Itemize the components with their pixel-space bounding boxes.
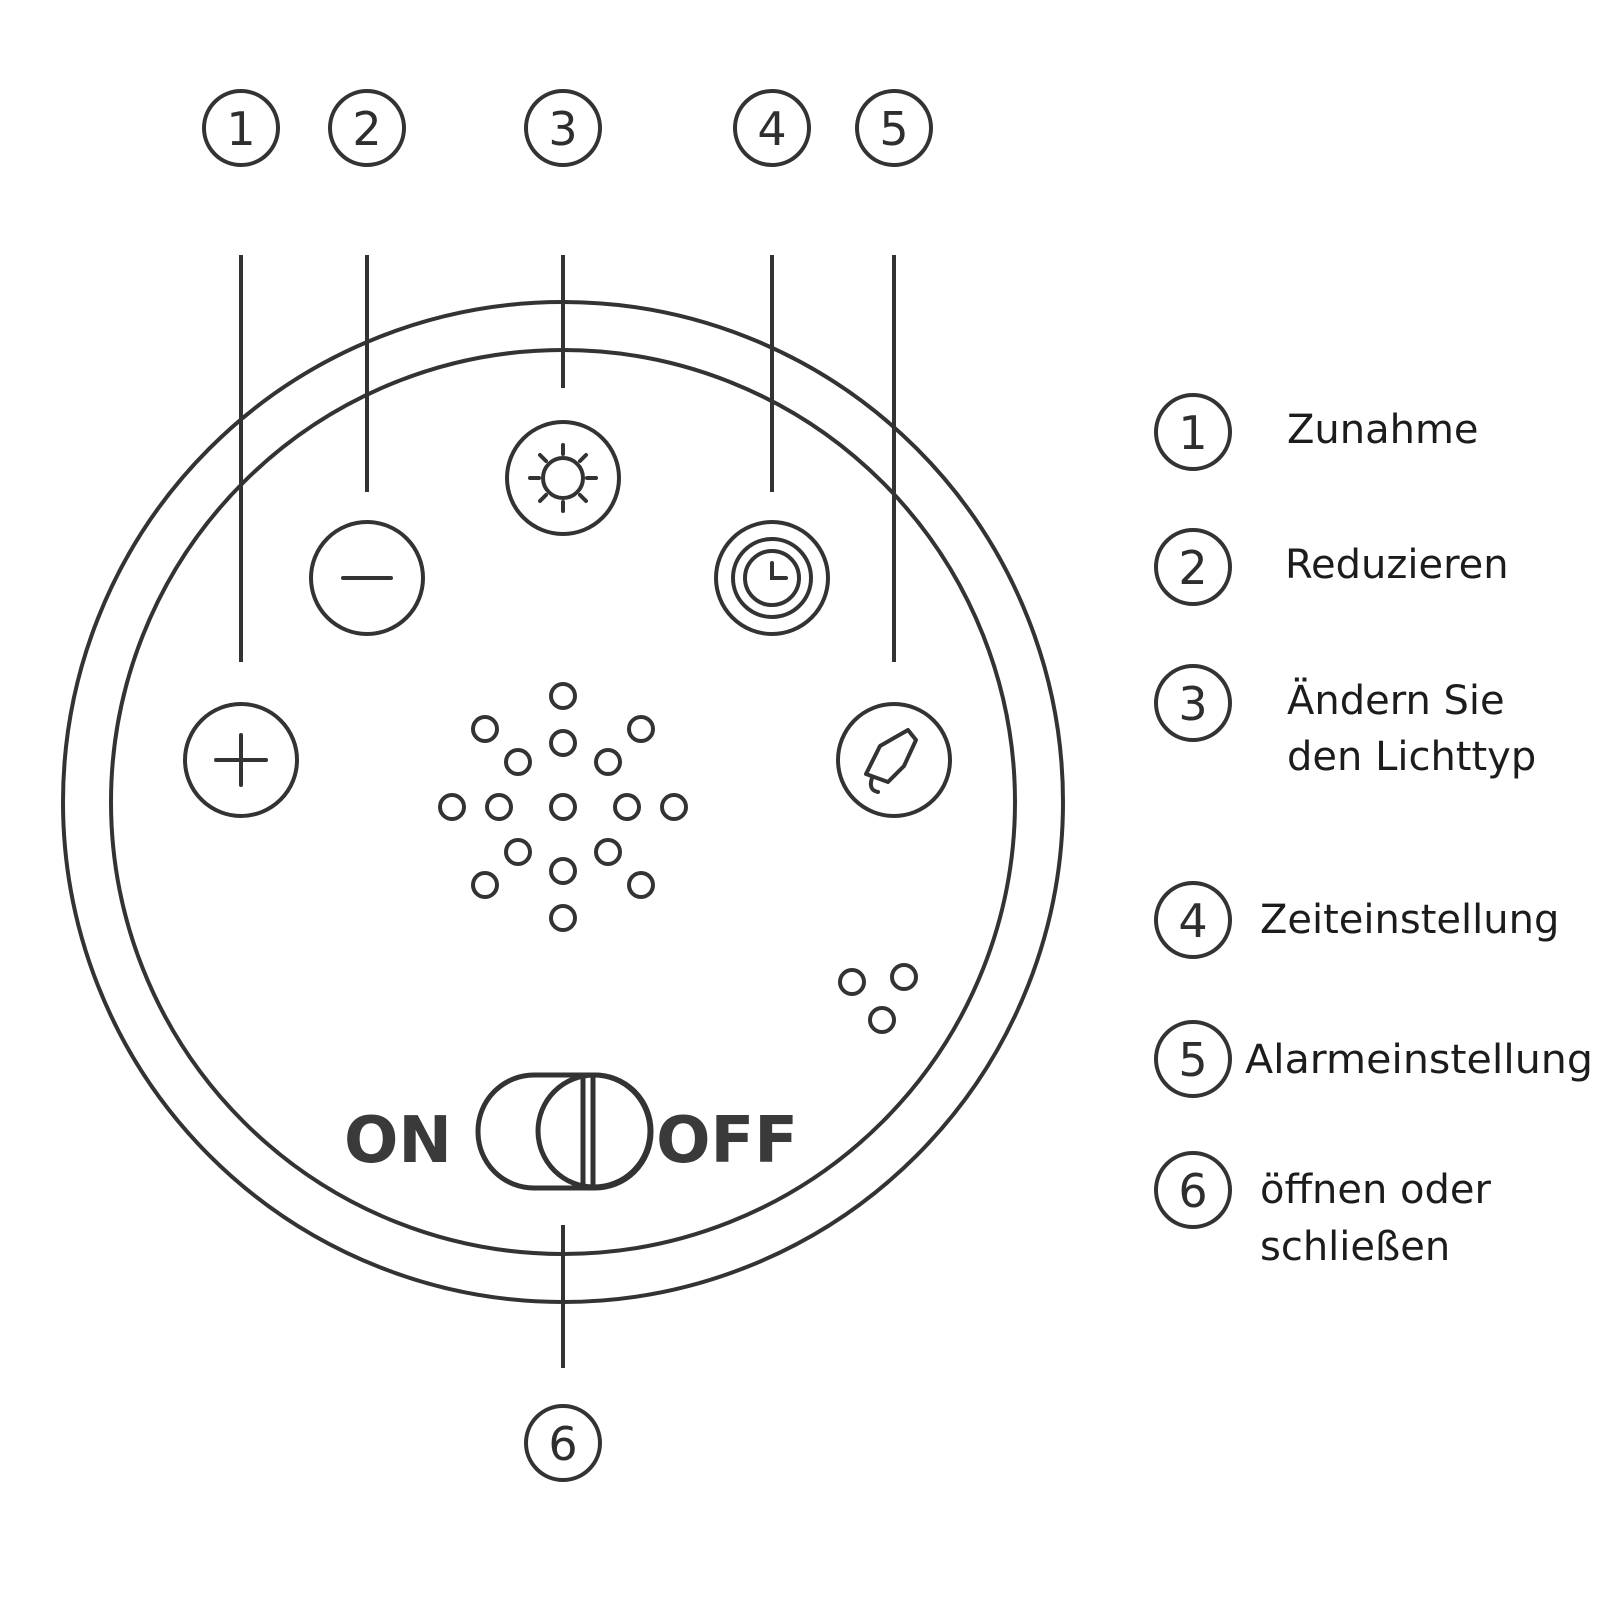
toggle-switch-icon xyxy=(475,1072,654,1191)
speaker-hole xyxy=(627,871,655,899)
legend-number: 4 xyxy=(1178,894,1207,948)
decrease-button[interactable] xyxy=(309,520,425,636)
switch-on-label: ON xyxy=(344,1104,452,1178)
speaker-hole xyxy=(438,793,466,821)
indicator-dot xyxy=(890,963,918,991)
indicator-dot xyxy=(838,968,866,996)
legend-number: 3 xyxy=(1178,677,1207,731)
speaker-grille xyxy=(438,682,688,932)
callout-circle xyxy=(524,1404,602,1482)
callout-2: 2 xyxy=(328,89,406,167)
legend-number: 6 xyxy=(1178,1164,1207,1218)
speaker-hole xyxy=(594,748,622,776)
legend-text-light-type-line2: den Lichttyp xyxy=(1287,734,1536,780)
callout-6: 6 xyxy=(524,1404,602,1482)
callout-circle xyxy=(733,89,811,167)
legend-item-5: 5 Alarmeinstellung xyxy=(1154,1020,1593,1098)
callout-5: 5 xyxy=(855,89,933,167)
legend-text-time-setting: Zeiteinstellung xyxy=(1260,897,1559,943)
speaker-hole xyxy=(660,793,688,821)
light-type-button-ring xyxy=(505,420,621,536)
callout-number: 4 xyxy=(757,102,786,156)
legend-text-reduce: Reduzieren xyxy=(1285,542,1509,588)
callout-number: 3 xyxy=(548,102,577,156)
speaker-hole xyxy=(471,715,499,743)
alarm-button-ring xyxy=(836,702,952,818)
callout-circle xyxy=(524,89,602,167)
speaker-hole xyxy=(504,748,532,776)
legend-number: 2 xyxy=(1178,541,1207,595)
legend-item-1: 1 Zunahme xyxy=(1154,393,1479,471)
legend-number-circle xyxy=(1154,1020,1232,1098)
legend-text-alarm-setting: Alarmeinstellung xyxy=(1245,1037,1593,1083)
sun-icon xyxy=(528,443,598,513)
alarm-button[interactable] xyxy=(836,702,952,818)
light-type-button[interactable] xyxy=(505,420,621,536)
indicator-dots xyxy=(838,963,918,1034)
legend-number-circle xyxy=(1154,528,1232,606)
speaker-hole xyxy=(549,857,577,885)
switch-off-label: OFF xyxy=(656,1104,798,1178)
callout-circle xyxy=(855,89,933,167)
speaker-hole xyxy=(549,793,577,821)
legend-number: 5 xyxy=(1178,1033,1207,1087)
legend-item-6: 6 öffnen oder schließen xyxy=(1154,1151,1492,1270)
callout-3: 3 xyxy=(524,89,602,167)
speaker-hole xyxy=(613,793,641,821)
plus-icon xyxy=(214,733,268,787)
callout-number: 6 xyxy=(548,1417,577,1471)
speaker-hole xyxy=(549,682,577,710)
legend-text-increase: Zunahme xyxy=(1287,407,1479,453)
speaker-hole xyxy=(549,904,577,932)
clock-icon xyxy=(731,537,813,619)
speaker-hole xyxy=(627,715,655,743)
callout-number: 5 xyxy=(879,102,908,156)
callout-1: 1 xyxy=(202,89,280,167)
legend: 1 Zunahme 2 Reduzieren 3 Ändern Sie den … xyxy=(1154,393,1593,1270)
legend-item-2: 2 Reduzieren xyxy=(1154,528,1509,606)
callout-circle xyxy=(202,89,280,167)
increase-button[interactable] xyxy=(183,702,299,818)
timer-button[interactable] xyxy=(714,520,830,636)
power-switch[interactable]: ON OFF xyxy=(344,1072,798,1191)
speaker-hole xyxy=(504,838,532,866)
callout-number: 2 xyxy=(352,102,381,156)
callout-4: 4 xyxy=(733,89,811,167)
legend-number: 1 xyxy=(1178,406,1207,460)
callout-number: 1 xyxy=(226,102,255,156)
legend-number-circle xyxy=(1154,664,1232,742)
speaker-hole xyxy=(485,793,513,821)
callout-circle xyxy=(328,89,406,167)
legend-number-circle xyxy=(1154,393,1232,471)
legend-number-circle xyxy=(1154,881,1232,959)
legend-text-light-type-line1: Ändern Sie xyxy=(1287,676,1505,724)
legend-text-open-close-line2: schließen xyxy=(1260,1224,1450,1270)
legend-number-circle xyxy=(1154,1151,1232,1229)
speaker-hole xyxy=(549,729,577,757)
legend-item-3: 3 Ändern Sie den Lichttyp xyxy=(1154,664,1536,780)
bell-icon xyxy=(864,728,918,794)
speaker-hole xyxy=(471,871,499,899)
legend-text-open-close-line1: öffnen oder xyxy=(1260,1167,1492,1213)
speaker-hole xyxy=(594,838,622,866)
legend-item-4: 4 Zeiteinstellung xyxy=(1154,881,1559,959)
leader-lines xyxy=(239,255,896,1368)
indicator-dot xyxy=(868,1006,896,1034)
